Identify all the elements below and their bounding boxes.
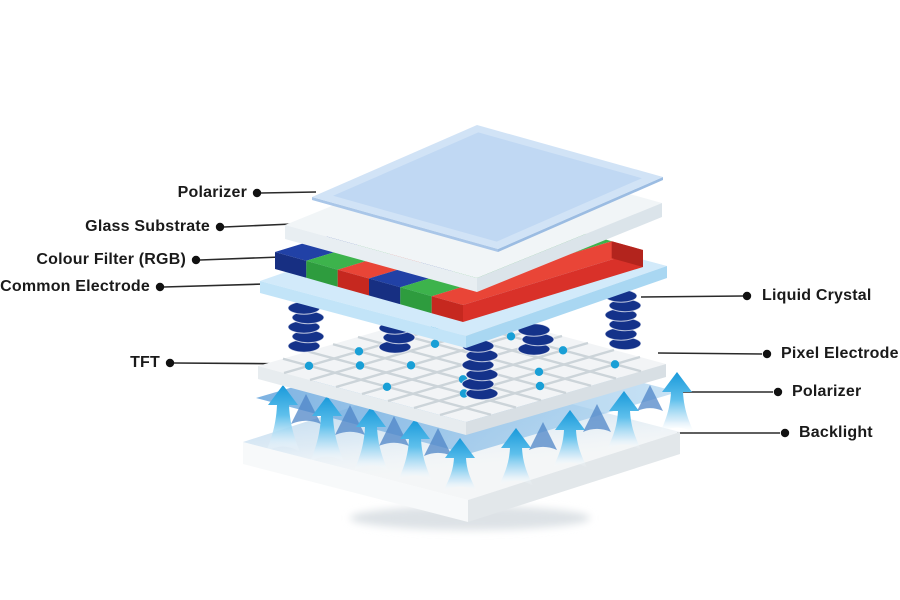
label-pixel-electrode: Pixel Electrode [781,345,899,362]
label-glass-substrate: Glass Substrate [85,218,210,235]
label-backlight: Backlight [799,424,873,441]
label-tft: TFT [130,354,160,371]
leader-dot [780,428,790,438]
leader-dot [165,358,175,368]
backlight-arrows [266,372,694,492]
layer-top-polarizer [312,125,663,252]
liquid-crystal-springs [287,289,642,401]
leader-dot [215,222,225,232]
leader-dot [191,255,201,265]
label-liquid-crystal: Liquid Crystal [762,287,872,304]
leader-dot [252,188,262,198]
label-common-electrode: Common Electrode [0,278,150,295]
leader-dot [762,349,772,359]
leader-dot [155,282,165,292]
leader-lines [155,188,790,438]
label-colour-filter: Colour Filter (RGB) [36,251,186,268]
leader-dot [773,387,783,397]
leader-dot [742,291,752,301]
label-polarizer-top: Polarizer [177,184,247,201]
label-polarizer-bottom: Polarizer [792,383,862,400]
